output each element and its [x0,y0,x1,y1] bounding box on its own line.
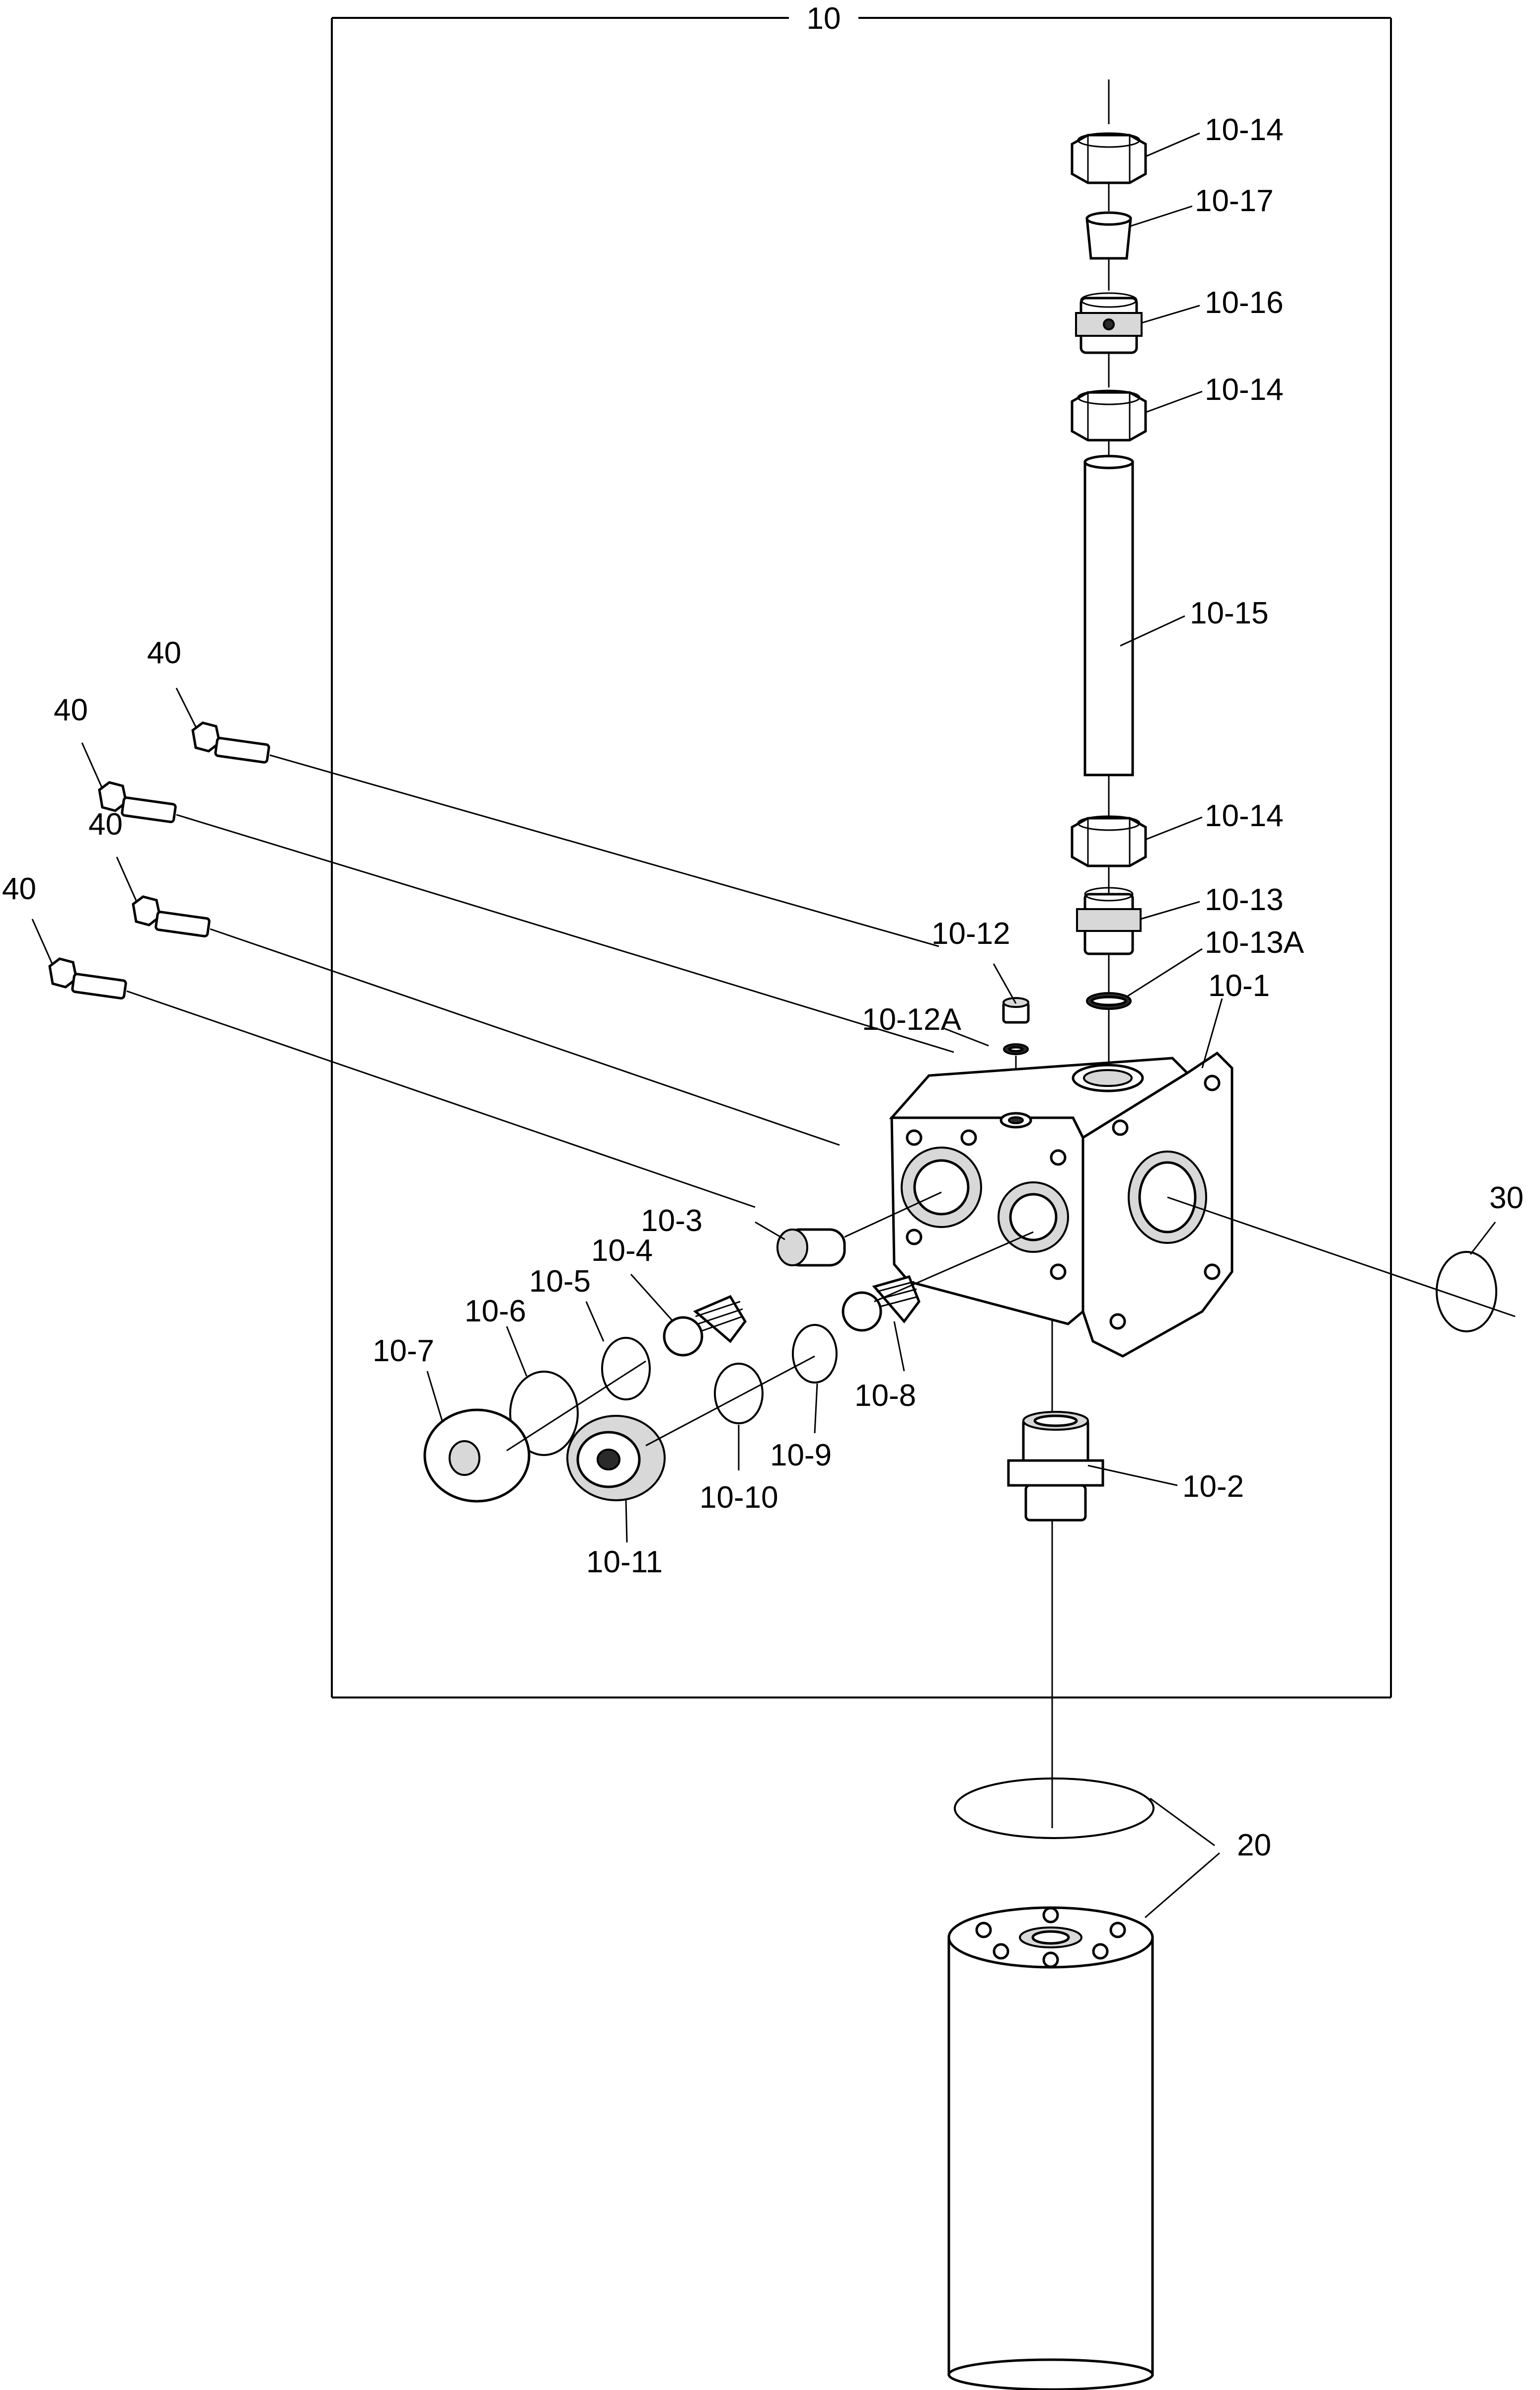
callout-10-1: 10-1 [1208,969,1270,1003]
sleeve-10-17 [1085,211,1132,260]
nut-10-14-top [1071,132,1147,184]
callout-10-13A: 10-13A [1205,925,1305,960]
o-ring-30 [1436,1251,1497,1332]
union-10-16 [1075,292,1143,354]
nut-10-14-mid [1071,389,1147,442]
bolt-40-c [132,895,211,937]
callout-30: 30 [1489,1181,1524,1215]
callout-10-3: 10-3 [641,1204,702,1238]
callout-10-11: 10-11 [586,1545,663,1579]
callout-10-15: 10-15 [1190,596,1269,630]
plug-10-11 [566,1415,666,1501]
callout-10-12A: 10-12A [862,1002,962,1037]
washer-10-7 [423,1408,531,1503]
bolt-40-a [191,721,270,764]
sleeve-10-3 [776,1228,846,1267]
callout-40-d: 40 [2,872,36,906]
bolt-40-d [48,957,127,1000]
nipple-10-2 [1007,1411,1104,1522]
bolt-40-b [98,781,177,823]
callout-10-13: 10-13 [1205,883,1284,917]
filter-element-20 [947,1906,1154,2390]
o-ring-10-13A-inner [1090,996,1127,1006]
callout-10-14-low: 10-14 [1205,799,1284,833]
fitting-10-13 [1076,887,1142,955]
callout-10-8: 10-8 [854,1379,916,1413]
washer-10-12A-hole [1008,1046,1024,1053]
callout-10-2: 10-2 [1182,1469,1244,1504]
callout-40-b: 40 [54,693,88,727]
filter-seal-20 [954,1777,1155,1839]
callout-10-5: 10-5 [529,1264,591,1299]
callout-10-10: 10-10 [699,1480,778,1515]
assembly-label: 10 [807,1,841,36]
callout-10-14-top: 10-14 [1205,113,1284,147]
poppet-spring-10-4 [663,1295,747,1357]
poppet-spring-10-8 [842,1275,921,1332]
o-ring-10-6 [509,1371,579,1456]
callout-10-16: 10-16 [1205,286,1284,320]
snap-ring-10-9 [792,1324,838,1384]
callout-10-14-mid: 10-14 [1205,373,1284,407]
callout-40-a: 40 [147,636,181,670]
tube-10-15 [1083,455,1134,776]
snap-ring-10-5 [601,1337,651,1400]
callout-10-6: 10-6 [464,1294,526,1328]
o-ring-10-10 [714,1363,764,1424]
nut-10-14-low [1071,815,1147,867]
callout-10-17: 10-17 [1195,184,1274,218]
callout-10-4: 10-4 [591,1234,653,1268]
callout-10-7: 10-7 [373,1334,434,1368]
plug-10-12 [1002,997,1030,1024]
callout-40-c: 40 [88,807,123,842]
leader-lines [31,132,1496,1919]
callout-10-9: 10-9 [770,1438,832,1472]
assembly-frame [331,17,1392,1698]
callout-20: 20 [1237,1828,1271,1862]
filter-head-10-1 [889,1051,1233,1358]
callout-10-12: 10-12 [931,917,1010,951]
